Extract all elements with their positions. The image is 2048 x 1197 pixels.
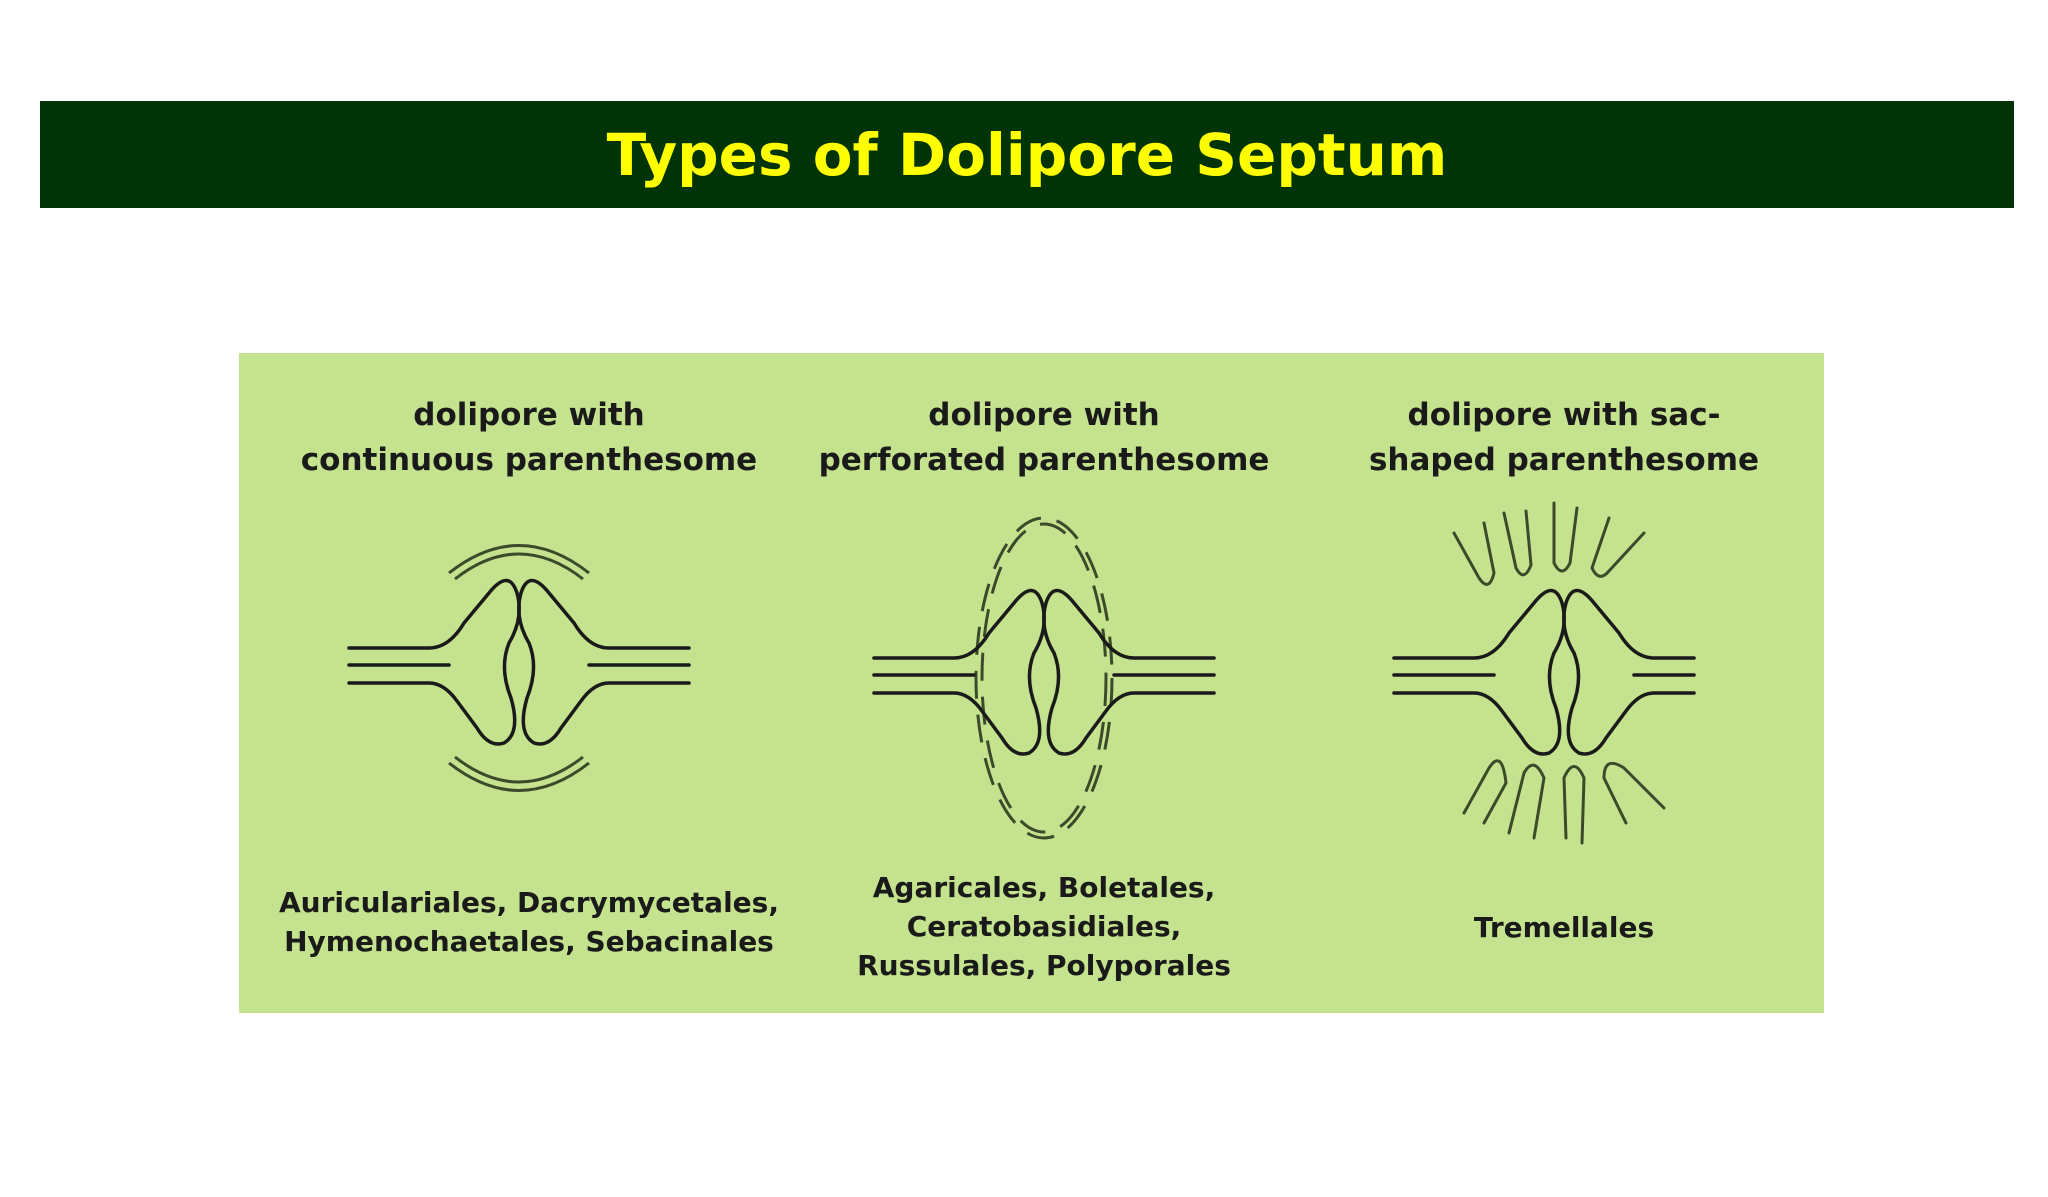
sac-shaped-parenthesome-diagram [1392,501,1696,845]
type-heading: dolipore with perforated parenthesome [784,393,1304,483]
perforated-parenthesome [974,516,1114,840]
heading-line: shaped parenthesome [1368,442,1760,478]
type-orders: Agaricales, Boletales, Ceratobasidiales,… [784,868,1304,985]
orders-line: Hymenochaetales, Sebacinales [284,925,774,958]
type-continuous: dolipore with continuous parenthesome Au… [269,353,789,1013]
perforated-parenthesome-diagram [872,516,1216,840]
heading-line: dolipore with [928,397,1160,433]
orders-line: Agaricales, Boletales, [872,871,1216,904]
dolipore-septum [872,588,1216,756]
type-heading: dolipore with sac- shaped parenthesome [1304,393,1824,483]
orders-line: Ceratobasidiales, [906,910,1182,943]
heading-line: continuous parenthesome [300,442,758,478]
type-orders: Tremellales [1304,908,1824,947]
type-orders: Auriculariales, Dacrymycetales, Hymenoch… [269,883,789,961]
type-perforated: dolipore with perforated parenthesome Ag… [784,353,1304,1013]
type-sac-shaped: dolipore with sac- shaped parenthesome [1304,353,1824,1013]
heading-line: perforated parenthesome [818,442,1270,478]
slide-title: Types of Dolipore Septum [606,120,1448,189]
heading-line: dolipore with [413,397,645,433]
diagram-panel: dolipore with continuous parenthesome Au… [239,353,1824,1013]
continuous-parenthesome-diagram [347,544,691,792]
continuous-parenthesome [448,544,590,792]
heading-line: dolipore with sac- [1407,397,1721,433]
orders-line: Auriculariales, Dacrymycetales, [279,886,779,919]
type-heading: dolipore with continuous parenthesome [269,393,789,483]
dolipore-septum [347,578,691,746]
orders-line: Tremellales [1473,911,1655,944]
sac-shaped-parenthesome [1452,501,1666,845]
title-bar: Types of Dolipore Septum [40,101,2014,208]
dolipore-septum [1392,588,1696,756]
orders-line: Russulales, Polyporales [857,949,1231,982]
